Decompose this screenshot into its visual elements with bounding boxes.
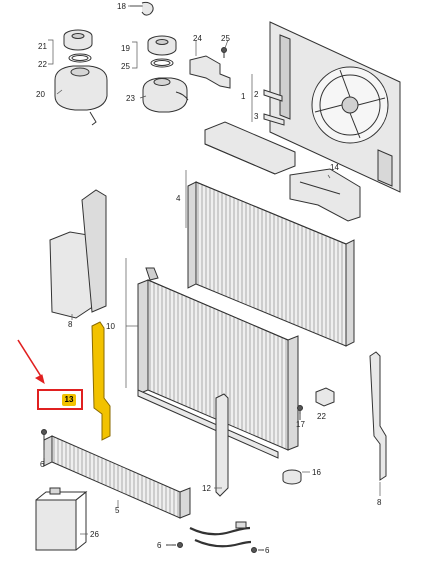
highlight-arrow xyxy=(17,339,45,385)
bolt-6-bottom-right xyxy=(251,547,264,553)
callout-23: 23 xyxy=(126,94,135,103)
part-10-radiator xyxy=(137,267,299,451)
callout-16: 16 xyxy=(312,468,321,477)
part-16-grommet xyxy=(282,469,302,485)
part-22-mount xyxy=(315,387,335,407)
callout-22-top: 22 xyxy=(38,60,47,69)
callout-25-right: 25 xyxy=(221,34,230,43)
part-12-side-member xyxy=(215,393,229,497)
callout-5: 5 xyxy=(115,506,120,515)
part-3-clip xyxy=(263,113,285,126)
callout-6-left: 6 xyxy=(40,460,45,469)
callout-13[interactable]: 13 xyxy=(62,394,76,406)
part-hose-lower xyxy=(189,521,252,548)
callout-18: 18 xyxy=(117,2,126,11)
callout-20: 20 xyxy=(36,90,45,99)
callout-17: 17 xyxy=(296,420,305,429)
part-24-bracket xyxy=(189,55,231,89)
callout-24: 24 xyxy=(193,34,202,43)
callout-19: 19 xyxy=(121,44,130,53)
part-23-reservoir xyxy=(142,77,189,113)
callout-6-bottom-right: 6 xyxy=(265,546,270,555)
callout-21: 21 xyxy=(38,42,47,51)
part-side-guide-right xyxy=(369,351,387,481)
callout-6-bottom: 6 xyxy=(157,541,162,550)
callout-10: 10 xyxy=(106,322,115,331)
callout-3: 3 xyxy=(254,112,259,121)
part-4-condenser xyxy=(187,181,355,347)
part-14-carrier xyxy=(289,168,361,222)
highlight-box xyxy=(37,389,83,410)
part-8-air-guide xyxy=(49,189,107,319)
part-18-clip xyxy=(130,1,154,16)
part-21-cap xyxy=(63,29,93,51)
callout-25: 25 xyxy=(121,62,130,71)
callout-8: 8 xyxy=(68,320,73,329)
callout-22: 22 xyxy=(317,412,326,421)
part-13-side-guide xyxy=(91,321,111,441)
bolt-6-left xyxy=(41,429,47,444)
callout-14: 14 xyxy=(330,163,339,172)
callout-12: 12 xyxy=(202,484,211,493)
part-2-clip xyxy=(263,89,283,102)
callout-1: 1 xyxy=(241,92,246,101)
bolt-small-top xyxy=(221,47,227,58)
callout-26: 26 xyxy=(90,530,99,539)
callout-2: 2 xyxy=(254,90,259,99)
callout-4: 4 xyxy=(176,194,181,203)
leader-lines xyxy=(43,5,381,551)
part-20-reservoir xyxy=(54,65,108,126)
part-26-bottle xyxy=(35,487,88,551)
part-25-seal xyxy=(150,58,174,68)
callout-8-right: 8 xyxy=(377,498,382,507)
part-5-charge-air-cooler xyxy=(43,435,191,519)
part-seal-strip xyxy=(137,389,279,459)
part-air-guide-upper xyxy=(204,121,296,175)
part-22-seal xyxy=(68,53,92,63)
part-19-cap xyxy=(147,35,177,56)
